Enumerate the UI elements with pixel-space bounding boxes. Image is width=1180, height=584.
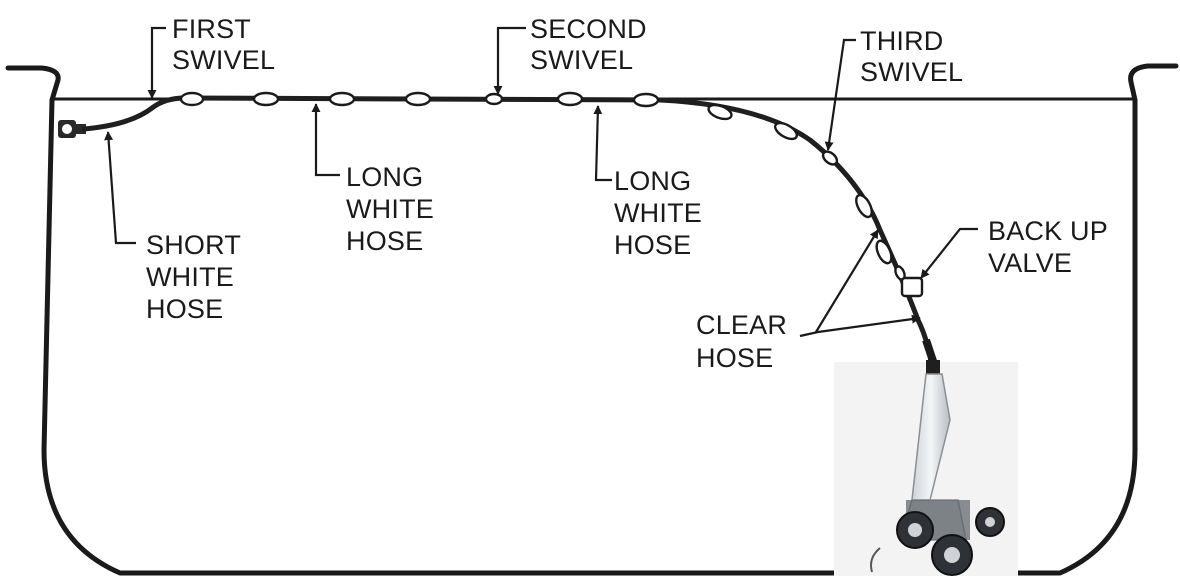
pool-outline xyxy=(5,63,1179,576)
long-white-hose-1-leader xyxy=(311,103,340,177)
pool-cleaner xyxy=(834,360,1018,576)
third-swivel-leader xyxy=(824,38,856,151)
skimmer-fitting xyxy=(58,120,86,138)
second-swivel-label: SECOND SWIVEL xyxy=(530,14,654,75)
second-swivel-leader xyxy=(493,26,526,95)
short-white-hose-leader xyxy=(104,131,136,245)
back-up-valve-icon xyxy=(900,276,924,298)
long-white-hose-1-label: LONG WHITE HOSE xyxy=(346,162,442,256)
hose-floats xyxy=(179,91,906,281)
long-white-hose-2-leader xyxy=(593,105,612,182)
third-swivel-label: THIRD SWIVEL xyxy=(860,26,963,87)
back-up-valve-leader xyxy=(920,227,978,279)
clear-hose-leader-upper xyxy=(815,229,879,333)
back-up-valve-label: BACK UP VALVE xyxy=(988,216,1115,278)
clear-hose-label: CLEAR HOSE xyxy=(696,310,795,373)
first-swivel-leader xyxy=(147,26,166,99)
hose-line xyxy=(81,95,935,371)
short-white-hose-label: SHORT WHITE HOSE xyxy=(146,230,248,324)
first-swivel-label: FIRST SWIVEL xyxy=(172,14,275,75)
clear-hose-leader-lower xyxy=(799,314,921,338)
long-white-hose-2-label: LONG WHITE HOSE xyxy=(614,166,710,260)
